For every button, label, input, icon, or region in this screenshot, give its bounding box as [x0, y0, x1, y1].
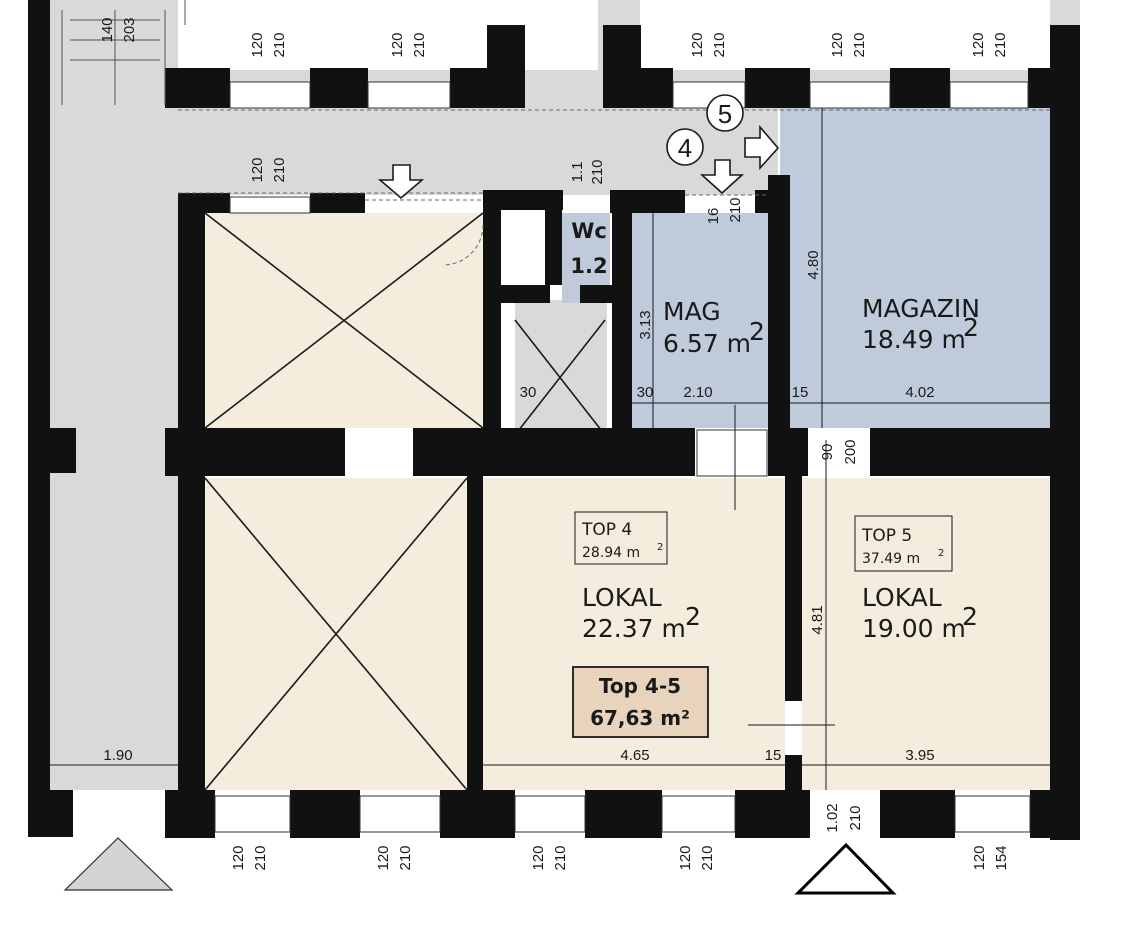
windows — [214, 81, 1031, 833]
lokal4-sup: 2 — [685, 602, 701, 631]
top4-sup: 2 — [657, 542, 663, 553]
lokal4-area: 22.37 m — [582, 614, 686, 643]
win-top-3b: 210 — [711, 32, 728, 57]
dim-1-90: 1.90 — [103, 747, 132, 764]
entrance-triangle-left-icon — [63, 837, 174, 891]
top5-label: TOP 5 — [861, 526, 912, 546]
marker-circle-4 — [666, 128, 704, 166]
entry-arrows — [377, 124, 780, 200]
win-top-2b: 210 — [411, 32, 428, 57]
win-btm-1a: 120 — [230, 845, 247, 870]
dim-4-65: 4.65 — [620, 747, 649, 764]
stair-lines — [61, 0, 186, 105]
top4-label: TOP 4 — [581, 520, 632, 540]
entrance-triangle-main-icon — [794, 842, 897, 895]
total-box — [572, 666, 709, 738]
win-top-5a: 120 — [970, 32, 987, 57]
win-btm-3a: 120 — [530, 845, 547, 870]
dim-2-10: 2.10 — [683, 384, 712, 401]
win-inner-a: 120 — [249, 157, 266, 182]
magazin-sup: 2 — [963, 313, 979, 342]
dim-200: 200 — [842, 439, 859, 464]
stair-a: 140 — [99, 17, 116, 42]
win-top-3a: 120 — [689, 32, 706, 57]
dim-3-95: 3.95 — [905, 747, 934, 764]
win-top-4a: 120 — [829, 32, 846, 57]
dim-90: 90 — [819, 444, 836, 461]
wc-door-a: 1.1 — [569, 162, 586, 183]
win-btm-5a: 120 — [971, 845, 988, 870]
dim-4-81: 4.81 — [809, 605, 826, 634]
wc-area: 1.2 — [570, 254, 607, 278]
win-btm-1b: 210 — [252, 845, 269, 870]
win-top-1b: 210 — [271, 32, 288, 57]
mag-sup: 2 — [749, 317, 765, 346]
stair-b: 203 — [121, 17, 138, 42]
top5-sup: 2 — [938, 548, 944, 559]
lokal4-name: LOKAL — [582, 583, 662, 612]
marker-5: 5 — [718, 99, 732, 129]
dim-door-210: 210 — [847, 805, 864, 830]
mag-area: 6.57 m — [663, 329, 751, 358]
blue-rooms — [562, 108, 1050, 428]
dimension-lines — [50, 108, 1050, 790]
window-labels-bottom: 120 210 120 210 120 210 120 210 120 154 — [230, 845, 1010, 870]
dim-15-magazin: 15 — [792, 384, 809, 401]
mag-door-b: 210 — [727, 197, 744, 222]
dim-4-02: 4.02 — [905, 384, 934, 401]
win-btm-3b: 210 — [552, 845, 569, 870]
dim-30-mag: 30 — [637, 384, 654, 401]
dim-30-shaft: 30 — [520, 384, 537, 401]
total-label: Top 4-5 — [599, 674, 681, 698]
win-top-1a: 120 — [249, 32, 266, 57]
win-top-5b: 210 — [992, 32, 1009, 57]
win-top-2a: 120 — [389, 32, 406, 57]
win-inner-b: 210 — [271, 157, 288, 182]
win-btm-5b: 154 — [993, 845, 1010, 870]
marker-circles — [666, 94, 744, 166]
top4-area: 28.94 m — [582, 545, 640, 561]
dim-15-lokal: 15 — [765, 747, 782, 764]
total-area: 67,63 m² — [590, 706, 690, 730]
lokal5-area: 19.00 m — [862, 614, 966, 643]
dim-4-80: 4.80 — [805, 250, 822, 279]
mag-name: MAG — [663, 297, 721, 326]
dim-3-13: 3.13 — [637, 310, 654, 339]
win-btm-4b: 210 — [699, 845, 716, 870]
top5-box — [854, 515, 953, 572]
top5-area: 37.49 m — [862, 551, 920, 567]
dim-door-102: 1.02 — [824, 803, 841, 832]
wc-door-b: 210 — [589, 159, 606, 184]
marker-4: 4 — [678, 133, 692, 163]
magazin-name: MAGAZIN — [862, 294, 980, 323]
marker-circle-5 — [706, 94, 744, 132]
magazin-area: 18.49 m — [862, 325, 966, 354]
top4-box — [574, 511, 668, 565]
mag-door-a: 16 — [705, 208, 722, 225]
void-crosses — [204, 212, 606, 791]
win-top-4b: 210 — [851, 32, 868, 57]
win-btm-2b: 210 — [397, 845, 414, 870]
win-btm-4a: 120 — [677, 845, 694, 870]
window-labels-top: 120 210 120 210 120 210 120 210 120 210 … — [99, 17, 1009, 224]
dashed-lines — [178, 109, 1050, 266]
wc-name: Wc — [571, 219, 607, 243]
lokal5-sup: 2 — [962, 602, 978, 631]
lokal5-name: LOKAL — [862, 583, 942, 612]
win-btm-2a: 120 — [375, 845, 392, 870]
walls — [28, 0, 1080, 840]
